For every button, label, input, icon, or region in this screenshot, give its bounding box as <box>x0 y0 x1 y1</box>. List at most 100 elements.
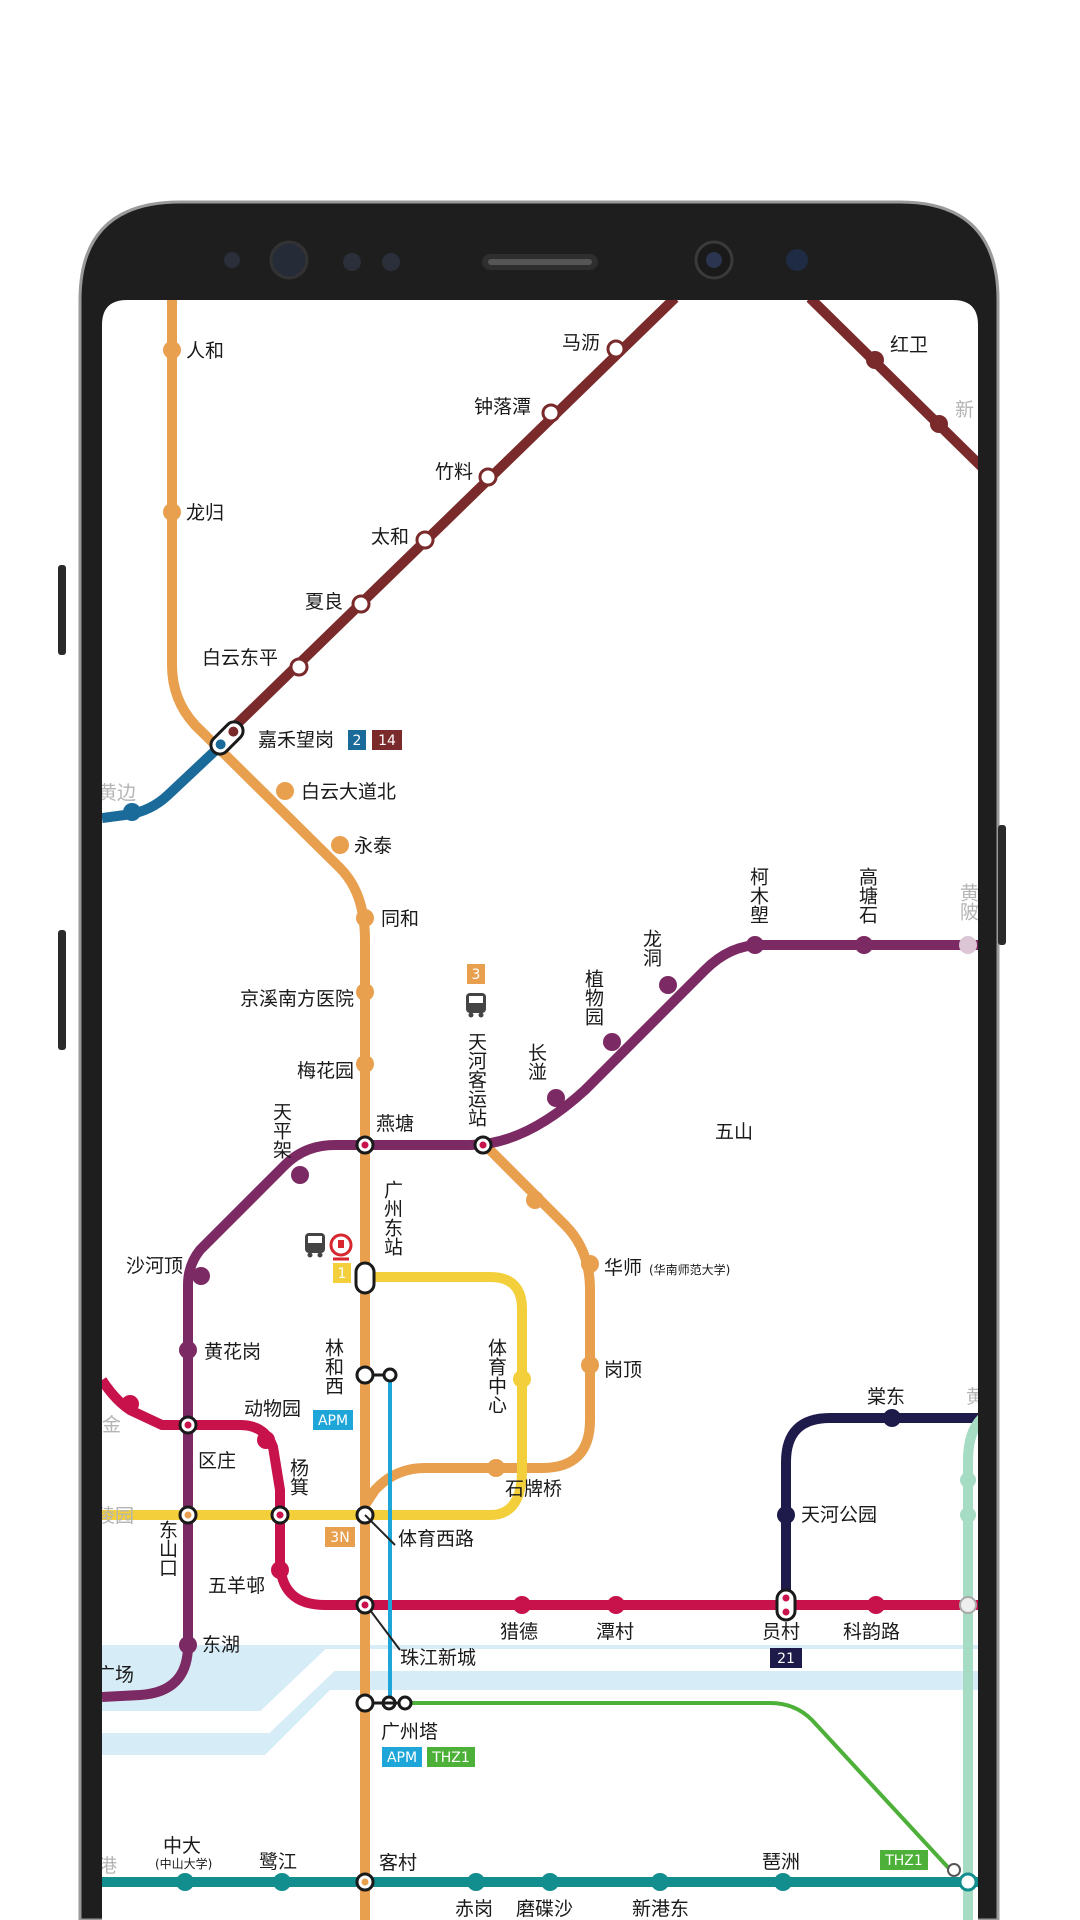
station-dot[interactable] <box>958 1872 978 1892</box>
station-dot[interactable] <box>541 403 561 423</box>
station-label-vertical[interactable]: 体育中心 <box>485 1338 507 1414</box>
station-dot[interactable] <box>467 1873 485 1891</box>
station-label[interactable]: 珠江新城 <box>400 1647 476 1669</box>
station-dot[interactable] <box>526 1191 544 1209</box>
station-dot[interactable] <box>513 1596 531 1614</box>
station-label[interactable]: 龙归 <box>186 502 224 524</box>
station-dot[interactable] <box>331 836 349 854</box>
line-badge-14[interactable] <box>372 730 402 750</box>
station-label-vertical[interactable]: 林和西 <box>322 1338 344 1395</box>
interchange-guangzhoudong[interactable] <box>354 1261 376 1295</box>
station-dot[interactable] <box>356 909 374 927</box>
station-label[interactable]: 鹭江 <box>259 1851 297 1873</box>
station-label[interactable]: 同和 <box>381 908 419 930</box>
station-label[interactable]: 黄花岗 <box>204 1341 261 1363</box>
station-label[interactable]: 金 <box>102 1414 121 1436</box>
station-label[interactable]: 马沥 <box>562 332 600 354</box>
station-label[interactable]: 区庄 <box>198 1450 236 1472</box>
station-label-vertical[interactable]: 柯木塱 <box>747 867 769 924</box>
station-dot[interactable] <box>603 1033 621 1051</box>
station-label[interactable]: 中大 <box>163 1835 201 1857</box>
station-label[interactable]: 陵园 <box>96 1505 134 1527</box>
interchange-guangzhouta[interactable] <box>355 1693 375 1713</box>
station-label[interactable]: 五羊邨 <box>208 1575 265 1597</box>
station-dot[interactable] <box>867 1596 885 1614</box>
station-label[interactable]: 动物园 <box>244 1398 301 1420</box>
station-label[interactable]: 沙河顶 <box>126 1255 183 1277</box>
station-dot[interactable] <box>123 803 141 821</box>
station-dot[interactable] <box>883 1409 901 1427</box>
station-label-vertical[interactable]: 东山口 <box>156 1520 178 1577</box>
station-dot[interactable] <box>179 1341 197 1359</box>
station-dot[interactable] <box>163 503 181 521</box>
station-dot[interactable] <box>179 1636 197 1654</box>
station-label-vertical[interactable]: 黄陂 <box>957 883 979 921</box>
station-label-vertical[interactable]: 长湴 <box>525 1043 547 1081</box>
station-label[interactable]: 赤岗 <box>455 1898 493 1920</box>
station-dot[interactable] <box>581 1356 599 1374</box>
station-label-vertical[interactable]: 植物园 <box>582 969 604 1026</box>
station-dot[interactable] <box>276 782 294 800</box>
station-label[interactable]: 太和 <box>371 526 409 548</box>
station-dot[interactable] <box>273 1873 291 1891</box>
station-label[interactable]: 竹料 <box>435 461 473 483</box>
interchange-yuancun[interactable] <box>775 1588 797 1622</box>
station-dot[interactable] <box>547 1089 565 1107</box>
station-label[interactable]: 燕塘 <box>376 1113 414 1135</box>
station-dot[interactable] <box>415 530 435 550</box>
station-label[interactable]: 永泰 <box>354 835 392 857</box>
station-dot[interactable] <box>271 1561 289 1579</box>
line-badge-21[interactable] <box>770 1648 802 1668</box>
station-label[interactable]: 港 <box>98 1855 117 1877</box>
station-label[interactable]: 磨碟沙 <box>516 1898 573 1920</box>
station-dot[interactable] <box>291 1166 309 1184</box>
station-dot[interactable] <box>777 1506 795 1524</box>
station-label[interactable]: 岗顶 <box>604 1359 642 1381</box>
station-label[interactable]: 红卫 <box>890 334 928 356</box>
station-label-vertical[interactable]: 天平架 <box>270 1102 292 1159</box>
station-dot[interactable] <box>289 657 309 677</box>
line-badge-2[interactable] <box>348 730 366 750</box>
station-dot[interactable] <box>541 1873 559 1891</box>
station-dot[interactable] <box>351 594 371 614</box>
station-label[interactable]: 棠东 <box>867 1386 905 1408</box>
station-dot[interactable] <box>121 1395 139 1413</box>
station-dot[interactable] <box>356 983 374 1001</box>
station-label[interactable]: 黄边 <box>98 782 136 804</box>
station-dot[interactable] <box>774 1873 792 1891</box>
station-label[interactable]: 白云大道北 <box>301 781 396 803</box>
line-badge-3n[interactable] <box>325 1527 355 1547</box>
interchange-linhexi-apm[interactable] <box>382 1367 398 1383</box>
station-dot[interactable] <box>746 936 764 954</box>
station-label[interactable]: 广州塔 <box>381 1721 438 1743</box>
station-dot[interactable] <box>947 1863 961 1877</box>
station-dot[interactable] <box>960 1507 976 1523</box>
station-label[interactable]: 黄 <box>966 1386 985 1408</box>
station-dot[interactable] <box>487 1459 505 1477</box>
station-label[interactable]: 京溪南方医院 <box>240 988 354 1010</box>
station-label[interactable]: 猎德 <box>500 1621 538 1643</box>
station-label[interactable]: 夏良 <box>305 591 343 613</box>
station-label[interactable]: 员村 <box>762 1621 800 1643</box>
station-dot[interactable] <box>257 1431 275 1449</box>
station-dot[interactable] <box>960 1472 976 1488</box>
station-label-vertical[interactable]: 广州东站 <box>381 1180 403 1256</box>
station-dot[interactable] <box>192 1267 210 1285</box>
interchange-linhexi[interactable] <box>355 1365 375 1385</box>
station-dot[interactable] <box>959 1596 977 1614</box>
station-label[interactable]: 华师 <box>604 1257 642 1279</box>
station-dot[interactable] <box>513 1370 531 1388</box>
station-label[interactable]: 石牌桥 <box>505 1478 562 1500</box>
station-dot[interactable] <box>659 976 677 994</box>
line-badge-thz1[interactable] <box>427 1747 475 1767</box>
station-label[interactable]: 广场 <box>96 1664 134 1686</box>
station-dot[interactable] <box>866 351 884 369</box>
station-dot[interactable] <box>581 1255 599 1273</box>
station-label[interactable]: 钟落潭 <box>474 396 531 418</box>
station-dot[interactable] <box>606 339 626 359</box>
station-dot[interactable] <box>478 467 498 487</box>
station-label[interactable]: 琶洲 <box>762 1851 800 1873</box>
station-dot[interactable] <box>163 341 181 359</box>
station-label[interactable]: 白云东平 <box>202 647 278 669</box>
line-badge-thz1[interactable] <box>880 1850 928 1870</box>
